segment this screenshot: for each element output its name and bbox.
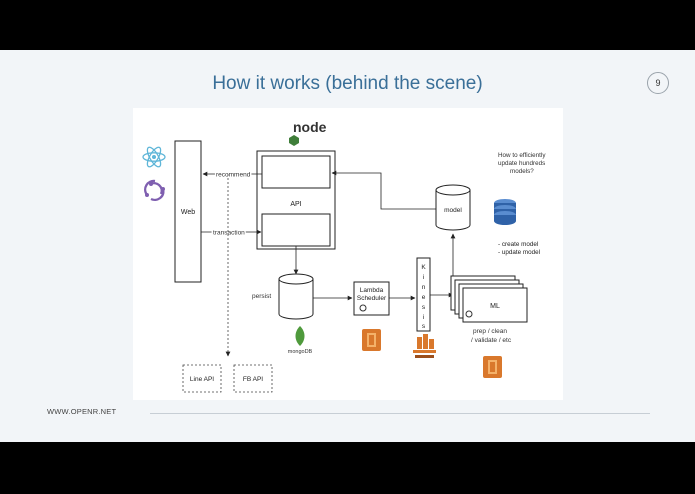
prep-label-line2: / validate / etc bbox=[471, 337, 512, 344]
slide: How it works (behind the scene) 9 node bbox=[0, 50, 695, 442]
model-to-api-arrow bbox=[331, 170, 436, 210]
kinesis-letter: s bbox=[422, 323, 426, 330]
architecture-diagram: node Web API recommend transac bbox=[133, 108, 563, 400]
aws-lambda-icon bbox=[362, 329, 381, 351]
question-line1: How to efficiently bbox=[498, 152, 546, 159]
kinesis-letter: i bbox=[423, 274, 424, 281]
page-number-badge: 9 bbox=[647, 72, 669, 94]
web-label: Web bbox=[181, 209, 195, 216]
transaction-label: transaction bbox=[213, 230, 245, 237]
api-label: API bbox=[290, 201, 301, 208]
lambda-scheduler-box bbox=[353, 281, 390, 316]
slide-title: How it works (behind the scene) bbox=[212, 73, 483, 94]
react-icon bbox=[142, 146, 166, 168]
fb-api-label: FB API bbox=[243, 376, 263, 383]
api-transaction-module bbox=[261, 213, 331, 247]
mongodb-leaf-icon bbox=[295, 326, 305, 346]
web-box bbox=[174, 140, 202, 283]
mongodb-cylinder bbox=[278, 273, 314, 320]
kinesis-label: K i n e s i s bbox=[421, 264, 426, 330]
footer-website: WWW.OPENR.NET bbox=[47, 407, 117, 416]
bottom-letterbox-bar bbox=[0, 442, 695, 494]
aws-lambda-ml-icon bbox=[483, 356, 502, 378]
mongodb-logo-text: mongoDB bbox=[288, 349, 313, 355]
kinesis-letter: e bbox=[422, 294, 426, 301]
question-line2: update hundreds bbox=[498, 160, 545, 167]
kinesis-letter: K bbox=[421, 264, 426, 271]
diagram-canvas bbox=[133, 108, 563, 400]
model-label: model bbox=[444, 207, 462, 214]
lambda-label-line2: Scheduler bbox=[357, 295, 387, 302]
nodejs-logo-text: node bbox=[293, 119, 327, 135]
top-letterbox-bar bbox=[0, 0, 695, 50]
prep-label-line1: prep / clean bbox=[473, 328, 507, 335]
kinesis-letter: s bbox=[422, 304, 426, 311]
line-api-label: Line API bbox=[190, 376, 214, 383]
redux-icon bbox=[144, 179, 165, 201]
fb-api-box bbox=[233, 364, 273, 393]
nodejs-hex-icon bbox=[289, 135, 299, 146]
footer-divider bbox=[150, 413, 650, 414]
model-store-cylinder bbox=[435, 184, 471, 231]
recommend-label: recommend bbox=[216, 172, 251, 179]
model-task-update: - update model bbox=[498, 249, 540, 256]
ml-label: ML bbox=[490, 303, 500, 310]
aws-kinesis-icon bbox=[413, 334, 436, 358]
persist-label: persist bbox=[252, 293, 271, 300]
model-task-create: - create model bbox=[498, 241, 538, 248]
kinesis-stream-box bbox=[416, 257, 431, 332]
kinesis-letter: i bbox=[423, 314, 424, 321]
schedule-clock-icon bbox=[359, 304, 367, 312]
database-icon bbox=[494, 199, 516, 225]
api-recommend-module bbox=[261, 155, 331, 189]
nodejs-logo: node bbox=[289, 119, 327, 146]
ml-gear-icon bbox=[465, 310, 473, 318]
line-api-box bbox=[182, 364, 222, 393]
question-line3: models? bbox=[510, 168, 534, 175]
kinesis-letter: n bbox=[422, 284, 426, 291]
lambda-label-line1: Lambda bbox=[360, 287, 384, 294]
ml-workers-stack bbox=[450, 275, 528, 323]
